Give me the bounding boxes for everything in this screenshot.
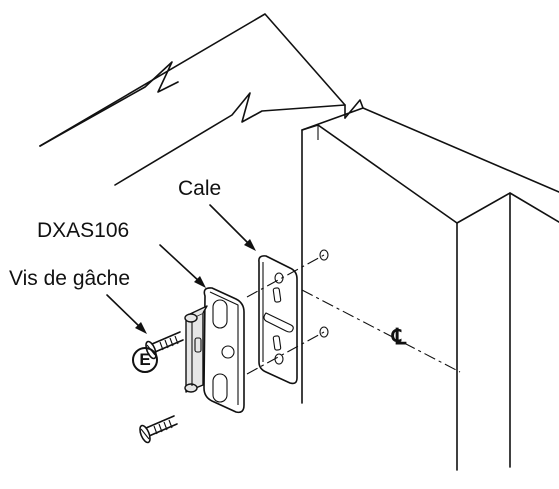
centerline-symbol: ℄	[392, 324, 407, 349]
header-beam	[39, 13, 346, 186]
frame-hole-upper	[319, 249, 329, 261]
strike-screw-lower	[139, 415, 178, 444]
center-line	[301, 289, 461, 373]
door-frame	[301, 99, 559, 471]
cale-shim	[258, 255, 298, 385]
frame-hole-lower	[319, 326, 329, 338]
label-product: DXAS106	[37, 219, 130, 242]
leader-lines	[106, 204, 256, 334]
label-cale: Cale	[178, 177, 222, 200]
hole-axis-lower	[246, 331, 325, 375]
e-marker-badge: E	[132, 347, 158, 373]
label-strike-screw: Vis de gâche	[9, 267, 131, 290]
dxas106-strike	[184, 287, 245, 414]
hole-axis-upper	[246, 254, 325, 298]
